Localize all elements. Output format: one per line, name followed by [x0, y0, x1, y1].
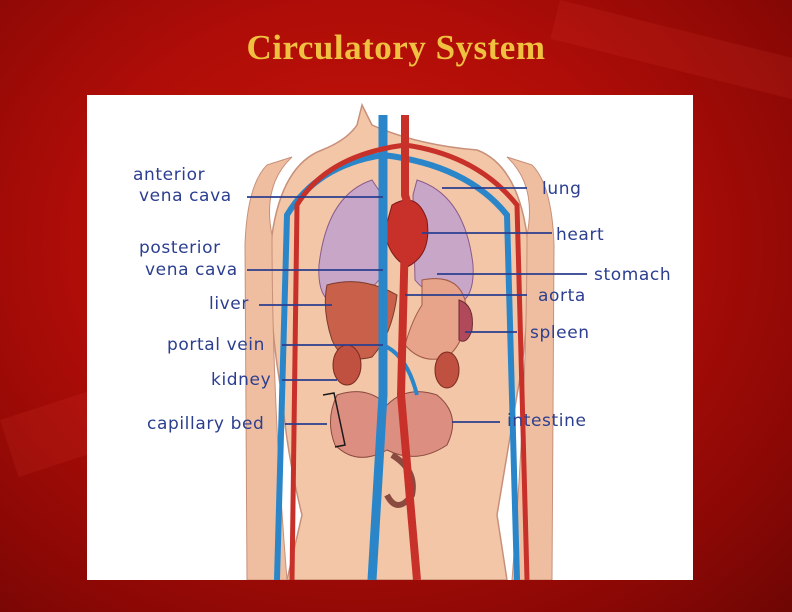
- leader-lines: [247, 187, 587, 425]
- kidney-left: [332, 344, 362, 386]
- label-anterior-vena-cava-2: vena cava: [139, 186, 232, 206]
- label-stomach: stomach: [594, 265, 672, 285]
- label-spleen: spleen: [530, 323, 590, 343]
- label-kidney: kidney: [211, 370, 272, 390]
- artery-right-arm: [404, 142, 530, 580]
- kidney-right: [434, 351, 460, 389]
- label-posterior-vena-cava-2: vena cava: [145, 260, 238, 280]
- label-aorta: aorta: [538, 286, 586, 306]
- intestine: [330, 391, 454, 458]
- label-portal-vein: portal vein: [167, 335, 266, 355]
- label-intestine: intestine: [507, 411, 587, 431]
- spleen: [458, 299, 473, 342]
- label-liver: liver: [209, 294, 249, 314]
- label-posterior-vena-cava-1: posterior: [139, 238, 221, 258]
- label-capillary-bed: capillary bed: [147, 414, 265, 434]
- label-lung: lung: [542, 179, 582, 199]
- slide-title: Circulatory System: [246, 28, 546, 67]
- right-arm: [506, 156, 555, 580]
- left-arm: [244, 156, 293, 580]
- diagram-panel: anterior vena cava posterior vena cava l…: [87, 95, 693, 580]
- vena-cava-vessel: [367, 115, 388, 580]
- label-anterior-vena-cava-1: anterior: [133, 165, 206, 185]
- artery-left-arm: [289, 142, 406, 580]
- capillary-bracket: [322, 392, 346, 448]
- aorta-vessel: [396, 115, 421, 580]
- label-heart: heart: [556, 225, 605, 245]
- body-illustration: [244, 102, 587, 580]
